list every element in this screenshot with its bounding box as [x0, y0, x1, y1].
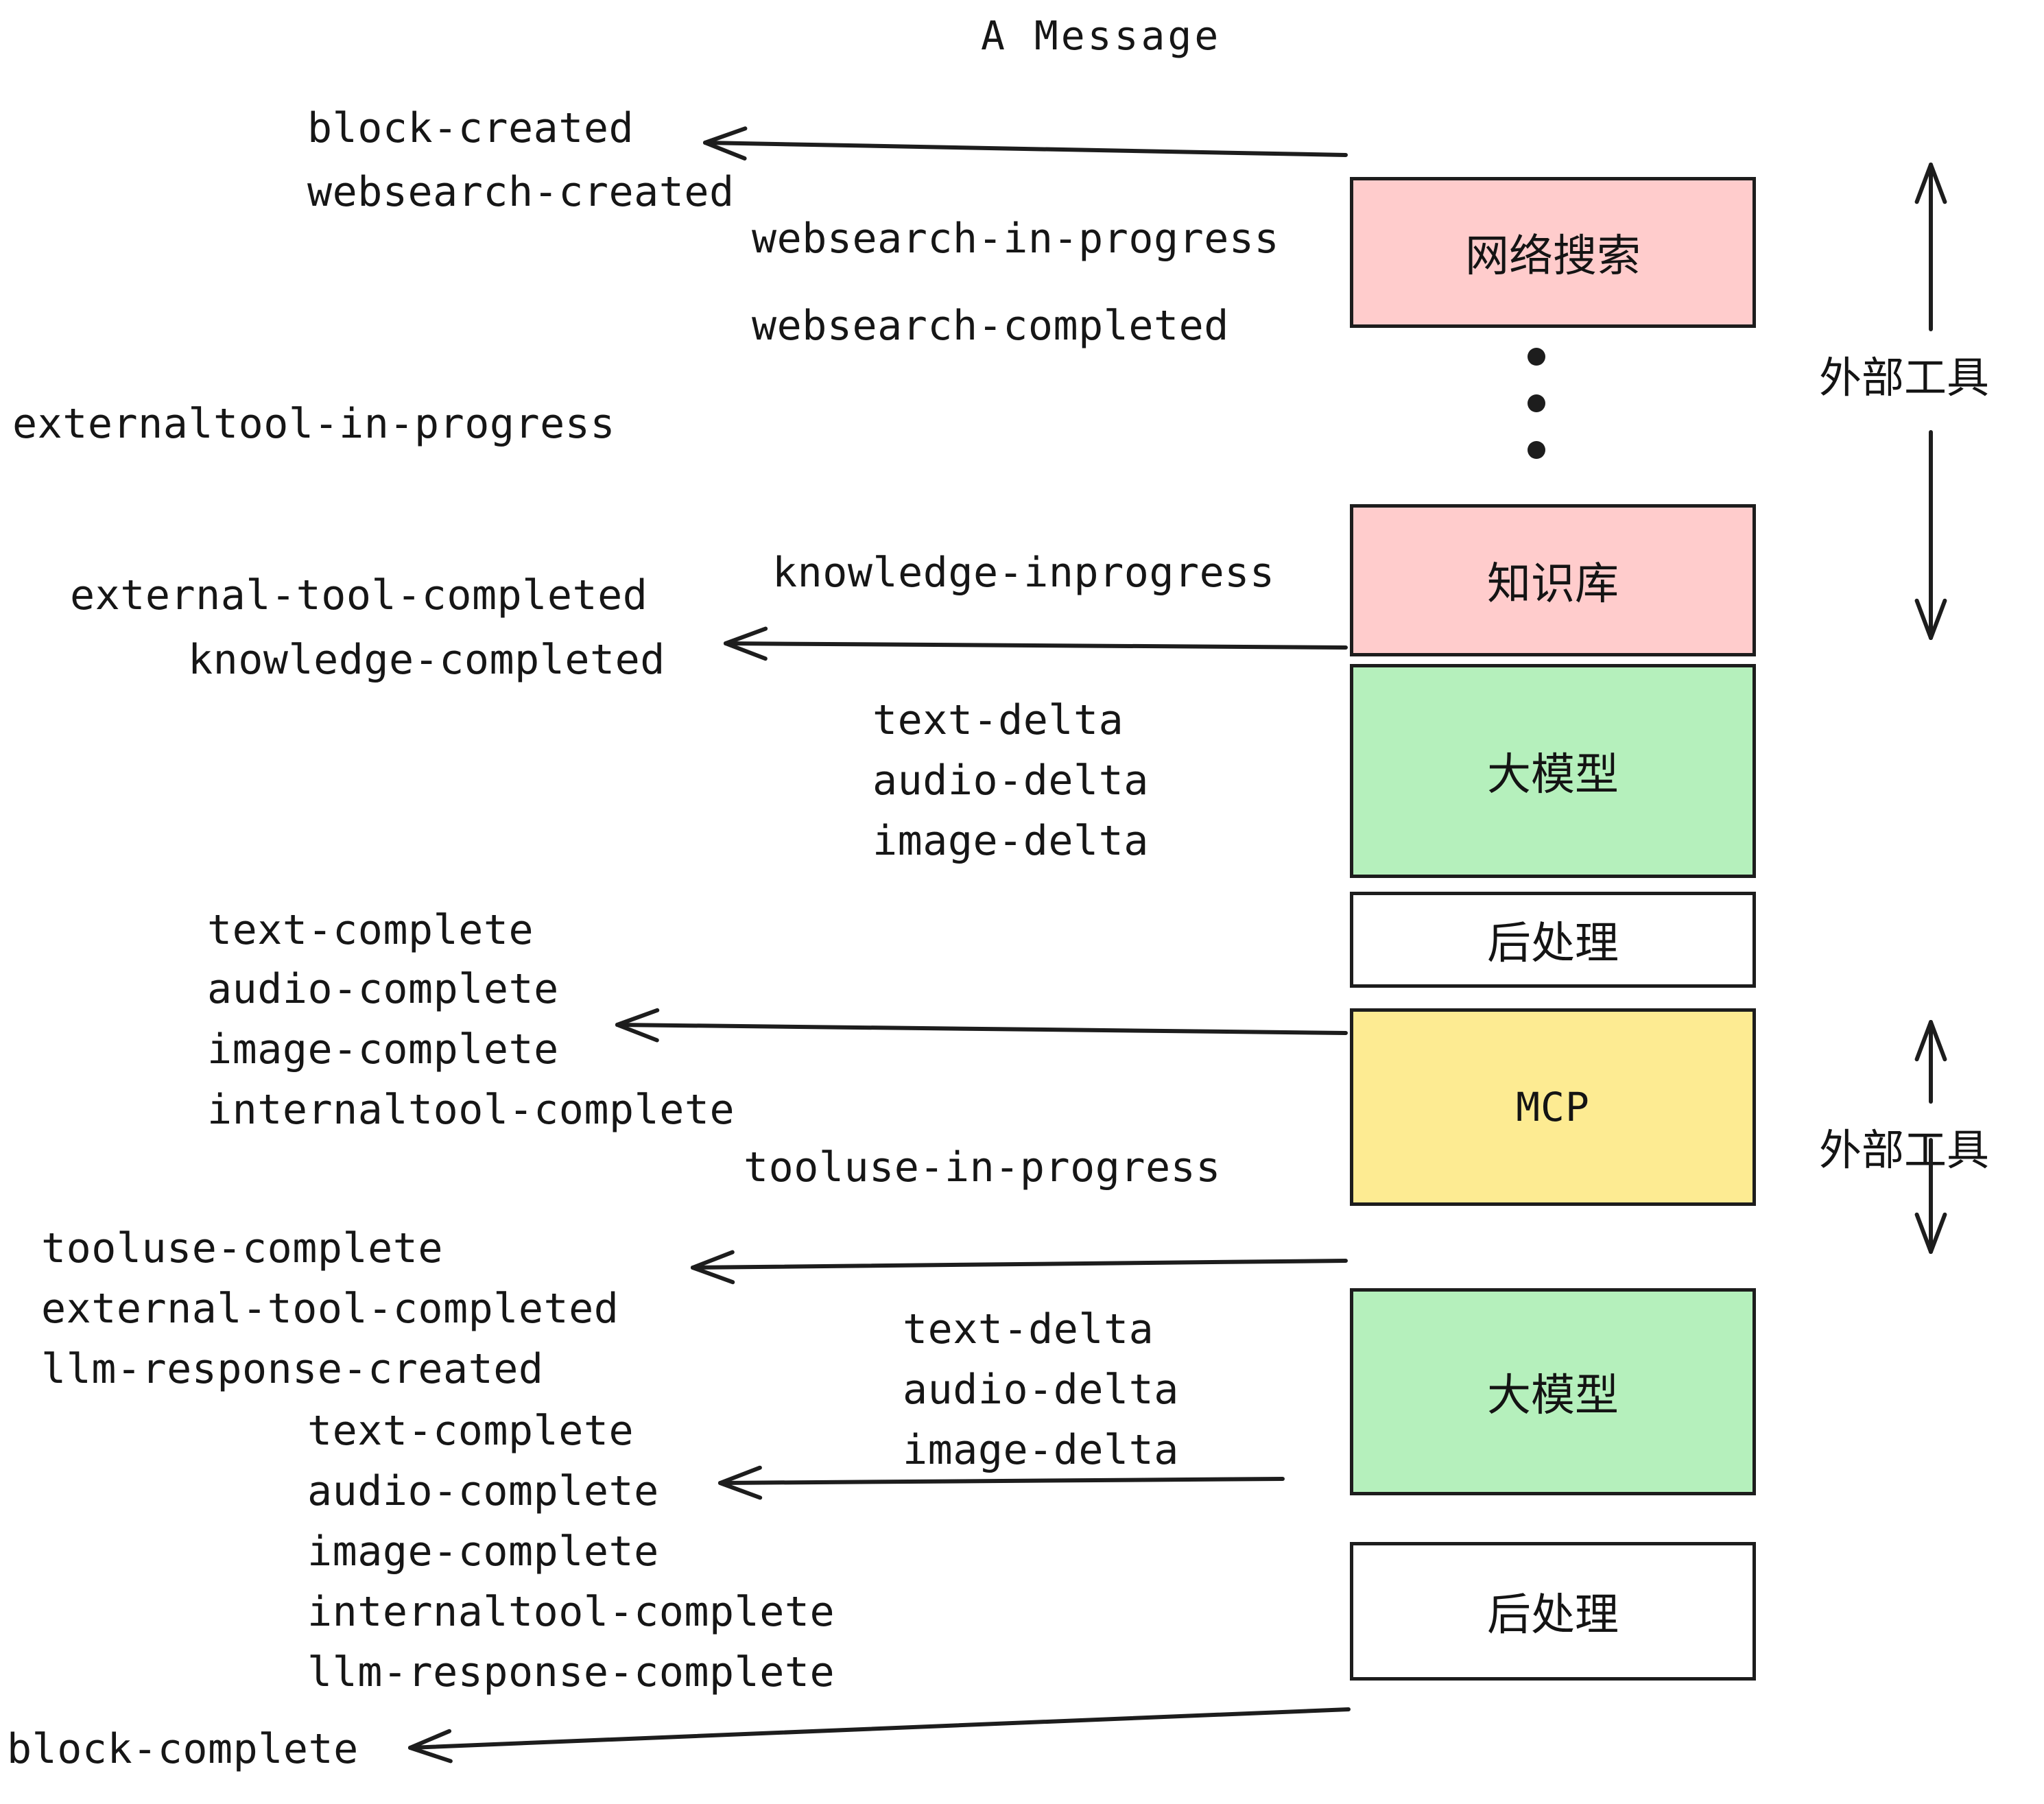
- event-label-audio-delta: audio-delta: [903, 1366, 1179, 1414]
- node-websearch: 网络搜索: [1350, 177, 1756, 328]
- event-label-block-complete: block-complete: [7, 1725, 359, 1773]
- node-mcp: MCP: [1350, 1008, 1756, 1206]
- node-knowledge: 知识库: [1350, 504, 1756, 656]
- node-post-2: 后处理: [1350, 1542, 1756, 1681]
- external-tool-label-2: 外部工具: [1819, 1125, 1990, 1175]
- event-label-external-tool-completed: external-tool-completed: [70, 571, 648, 619]
- event-label-text-complete: text-complete: [207, 906, 534, 954]
- node-label: 后处理: [1487, 918, 1619, 969]
- event-label-tooluse-in-progress: tooluse-in-progress: [744, 1143, 1221, 1191]
- event-label-image-complete: image-complete: [207, 1025, 559, 1073]
- arrow-external-tools-up-mcp: [1914, 1020, 1947, 1104]
- event-label-websearch-completed: websearch-completed: [752, 302, 1229, 350]
- event-label-llm-response-created: llm-response-created: [41, 1345, 544, 1393]
- ellipsis-dot-1: [1528, 348, 1545, 366]
- arrow-postproc-to-left: [615, 1008, 1348, 1043]
- event-label-audio-complete: audio-complete: [307, 1467, 659, 1515]
- node-post-1: 后处理: [1350, 892, 1756, 988]
- arrow-external-tools-down-top: [1914, 430, 1947, 640]
- diagram-title: A Message: [981, 12, 1222, 59]
- event-label-llm-response-complete: llm-response-complete: [307, 1648, 835, 1696]
- node-label: 后处理: [1487, 1590, 1619, 1641]
- external-tool-label-1: 外部工具: [1819, 353, 1990, 403]
- event-label-text-delta: text-delta: [872, 696, 1124, 744]
- event-label-tooluse-complete: tooluse-complete: [41, 1224, 443, 1272]
- event-label-text-delta: text-delta: [903, 1305, 1154, 1353]
- event-label-audio-complete: audio-complete: [207, 965, 559, 1013]
- event-label-knowledge-completed: knowledge-completed: [188, 636, 665, 684]
- node-label: 大模型: [1487, 1370, 1619, 1421]
- event-label-websearch-created: websearch-created: [307, 168, 735, 216]
- event-label-block-created: block-created: [307, 104, 634, 152]
- ellipsis-dot-2: [1528, 394, 1545, 412]
- event-label-internaltool-complete: internaltool-complete: [307, 1588, 835, 1636]
- arrow-postproc2-to-block: [408, 1707, 1351, 1764]
- arrow-mcp-to-left: [691, 1250, 1348, 1285]
- node-label: 网络搜索: [1465, 231, 1641, 282]
- arrow-websearch-to-block: [703, 126, 1348, 161]
- event-label-image-complete: image-complete: [307, 1528, 659, 1576]
- node-llm-1: 大模型: [1350, 664, 1756, 878]
- event-label-text-complete: text-complete: [307, 1407, 634, 1455]
- event-label-external-tool-completed: external-tool-completed: [41, 1285, 619, 1333]
- event-label-externaltool-in-progress: externaltool-in-progress: [12, 400, 615, 448]
- event-label-audio-delta: audio-delta: [872, 757, 1149, 805]
- arrow-knowledge-to-left: [724, 626, 1348, 661]
- ellipsis-dot-3: [1528, 441, 1545, 459]
- event-label-websearch-in-progress: websearch-in-progress: [752, 215, 1280, 263]
- node-label: 知识库: [1487, 559, 1619, 610]
- event-label-image-delta: image-delta: [872, 817, 1149, 865]
- node-llm-2: 大模型: [1350, 1288, 1756, 1495]
- arrow-external-tools-up-top: [1914, 163, 1947, 331]
- event-label-knowledge-inprogress: knowledge-inprogress: [772, 549, 1275, 597]
- event-label-internaltool-complete: internaltool-complete: [207, 1086, 735, 1134]
- node-label: MCP: [1516, 1084, 1590, 1130]
- node-label: 大模型: [1487, 750, 1619, 800]
- event-label-image-delta: image-delta: [903, 1426, 1179, 1474]
